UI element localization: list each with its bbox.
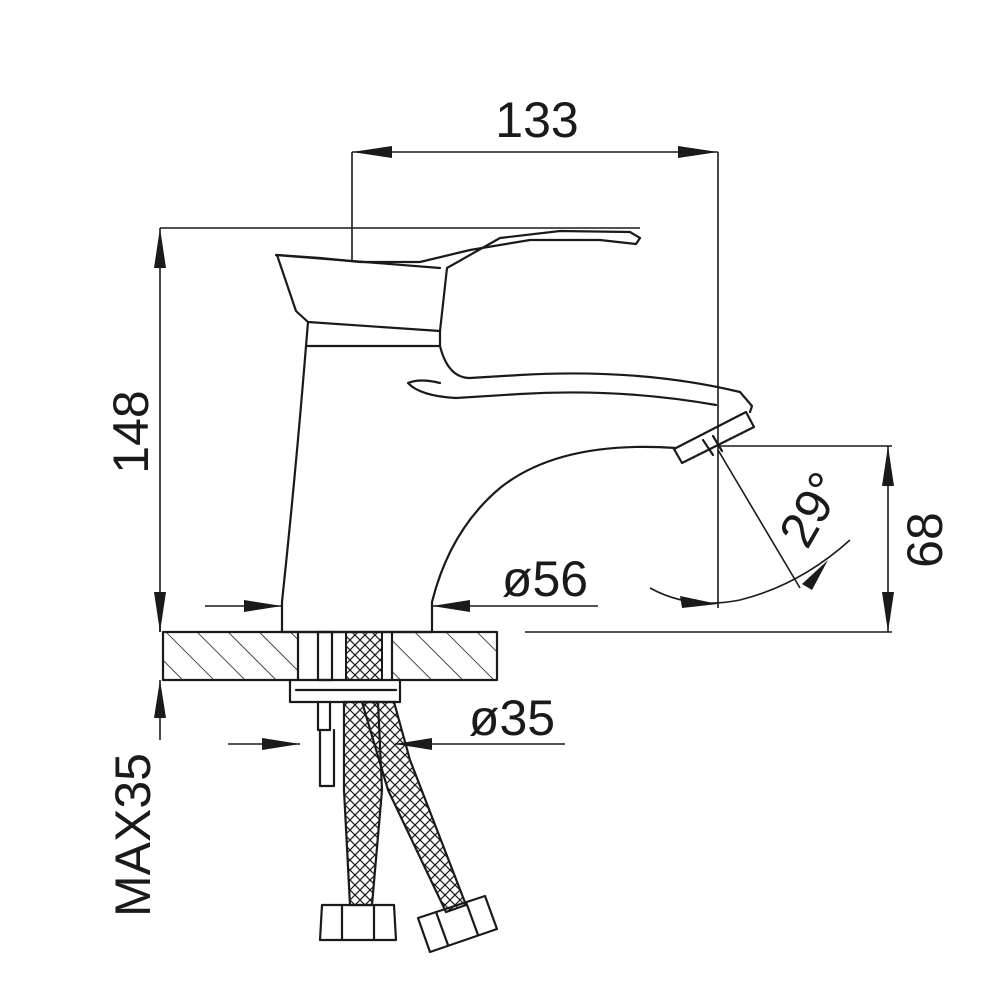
- hose-nut-left: [318, 903, 398, 942]
- dim-total-height-label: 148: [103, 390, 159, 473]
- collar: [304, 320, 442, 348]
- hose-nut-right: [416, 894, 499, 954]
- dimension-max35: MAX35: [105, 600, 166, 917]
- dimension-56: ø56: [205, 551, 598, 612]
- handle-lever: [275, 229, 642, 333]
- dim-spout-reach-label: 133: [495, 92, 578, 148]
- dim-base-diameter-label: ø56: [502, 551, 588, 607]
- aerator: [672, 410, 756, 465]
- dim-spout-angle-label: 29°: [768, 463, 854, 556]
- deck-section: [161, 630, 499, 682]
- dimension-35: ø35: [228, 690, 565, 750]
- braided-hoses: [318, 700, 499, 954]
- dim-max-deck-label: MAX35: [105, 753, 161, 917]
- dim-spout-height-label: 68: [897, 512, 953, 568]
- dimension-68: 68: [525, 445, 953, 633]
- dim-shank-diameter-label: ø35: [469, 690, 555, 746]
- spout: [438, 344, 754, 414]
- dimension-133: 133: [351, 92, 719, 608]
- body-column: [280, 344, 308, 634]
- dimension-angle-29: 29°: [649, 449, 854, 608]
